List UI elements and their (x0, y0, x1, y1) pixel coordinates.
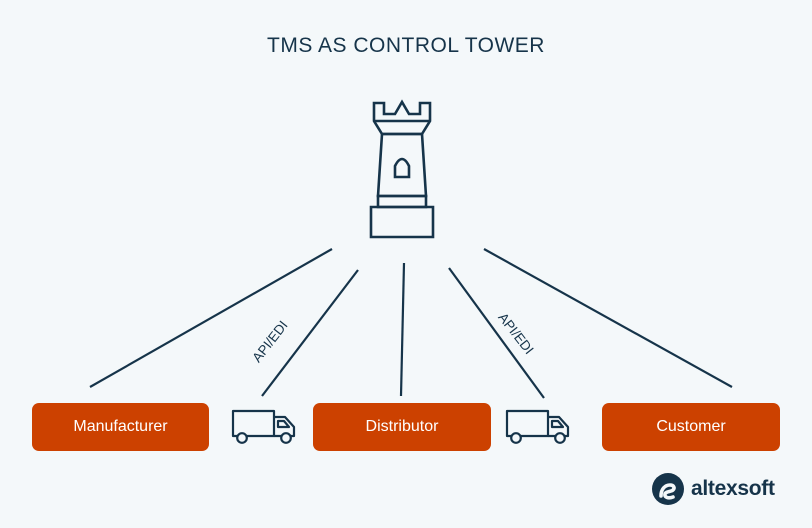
connector-line-left-truck (261, 269, 359, 397)
connector-line-distributor (399, 262, 406, 397)
truck-icon (231, 409, 296, 444)
node-manufacturer: Manufacturer (32, 403, 209, 451)
connector-line-right-truck (448, 267, 545, 399)
node-customer-label: Customer (656, 418, 726, 435)
diagram-title: TMS AS CONTROL TOWER (267, 34, 545, 57)
node-manufacturer-label: Manufacturer (73, 418, 168, 435)
altexsoft-logo-icon (652, 473, 684, 505)
connector-line-manufacturer (89, 248, 333, 388)
node-distributor-label: Distributor (365, 418, 439, 435)
node-distributor: Distributor (313, 403, 491, 451)
control-tower-icon (369, 99, 435, 239)
node-customer: Customer (602, 403, 780, 451)
truck-icon (505, 409, 570, 444)
logo-text: altexsoft (691, 477, 775, 500)
brand-logo: altexsoft (651, 472, 775, 506)
connector-line-customer (483, 248, 733, 388)
